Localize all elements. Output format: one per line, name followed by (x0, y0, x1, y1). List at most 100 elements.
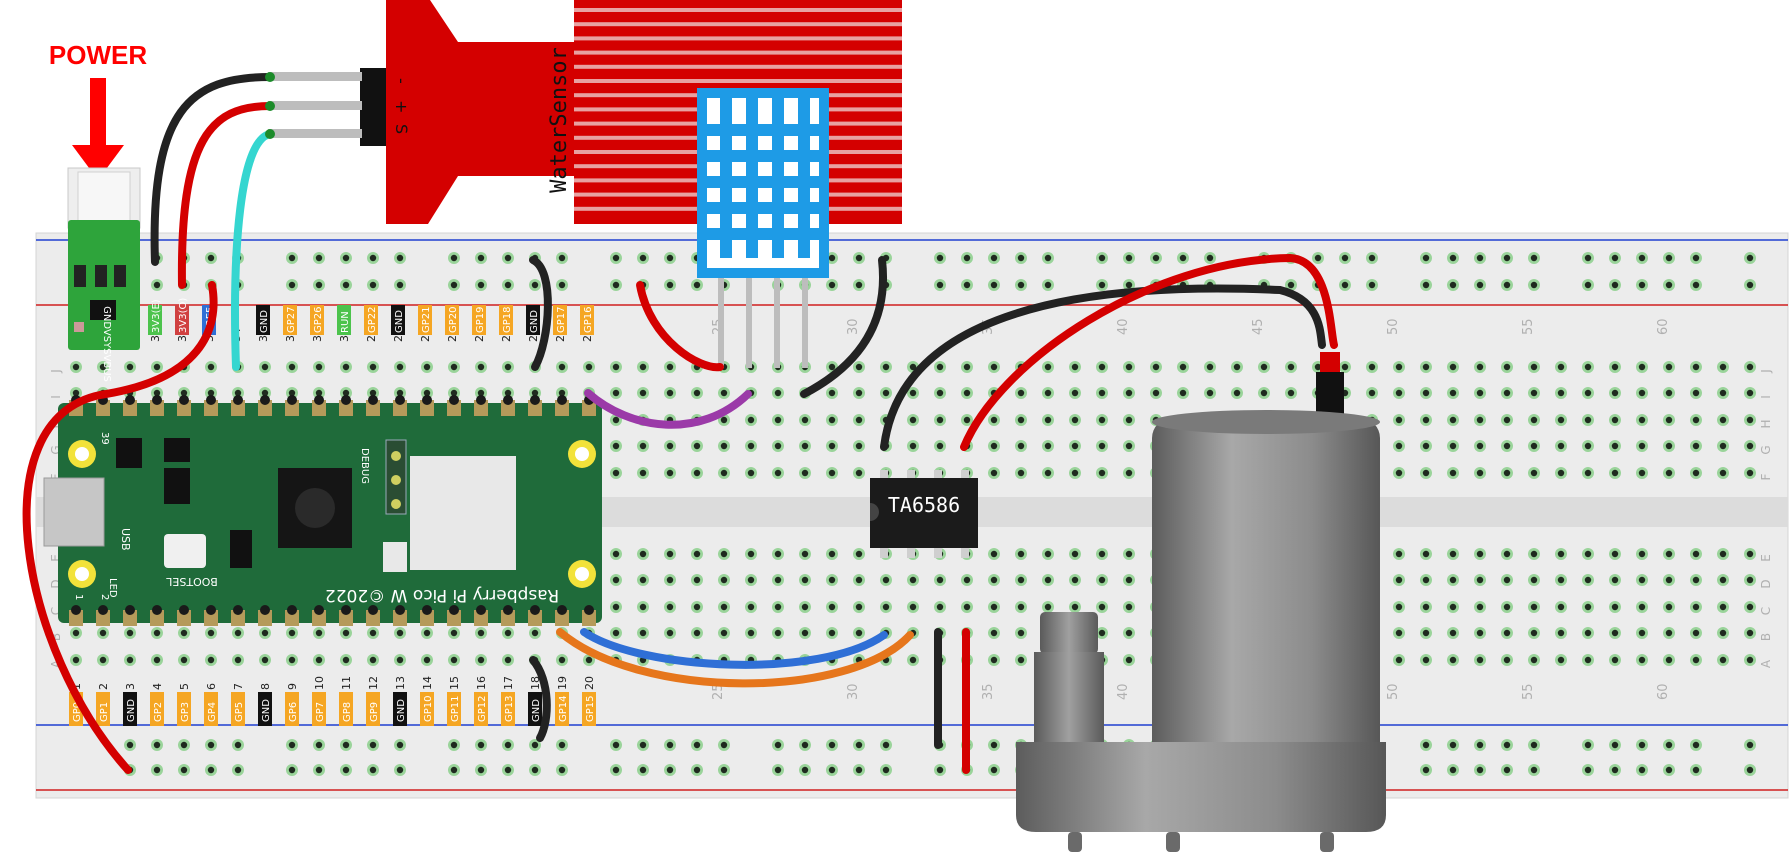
breadboard-hole-center (1098, 550, 1106, 558)
breadboard-hole-center (1611, 550, 1619, 558)
breadboard-hole-center (639, 389, 647, 397)
breadboard-hole-center (1584, 389, 1592, 397)
breadboard-hole-center (1503, 656, 1511, 664)
pico-pad-hole (233, 395, 243, 405)
breadboard-hole-center (1638, 469, 1646, 477)
breadboard-hole-center (450, 656, 458, 664)
rail-hole-center (1584, 281, 1592, 289)
wire-blue-motor-in1 (580, 628, 888, 669)
breadboard-hole-center (666, 629, 674, 637)
breadboard-hole-center (990, 442, 998, 450)
breadboard-hole-center (666, 469, 674, 477)
breadboard-hole-center (315, 629, 323, 637)
row-letter-bottom: B (49, 633, 63, 641)
breadboard-hole-center (1611, 389, 1619, 397)
pico-pad (285, 610, 299, 626)
bottom-pin-label: GP1 (99, 702, 110, 722)
breadboard-hole-center (1557, 629, 1565, 637)
bottom-pin-label: GP3 (180, 702, 191, 722)
rail-hole-center (342, 254, 350, 262)
pico-usb-label: USB (119, 528, 132, 551)
breadboard-hole-center (1395, 442, 1403, 450)
breadboard-hole-center (1719, 416, 1727, 424)
rail-hole-center (1476, 281, 1484, 289)
sensor-trace (574, 22, 902, 27)
pico-pad (231, 400, 245, 416)
breadboard-hole-center (828, 469, 836, 477)
bottom-pin-label: GP7 (315, 702, 326, 722)
breadboard-hole-center (1665, 389, 1673, 397)
breadboard-hole-center (1422, 363, 1430, 371)
power-arrow-icon (72, 78, 124, 180)
breadboard-hole-center (1017, 603, 1025, 611)
rail-hole-center (693, 281, 701, 289)
breadboard-hole-center (1503, 629, 1511, 637)
pico-pad-hole (503, 395, 513, 405)
breadboard-hole-center (1503, 363, 1511, 371)
pico-pin-39-label: 39 (99, 432, 110, 445)
row-letter-bottom: C (49, 607, 63, 615)
sensor-trace (574, 36, 902, 41)
rail-hole-center (693, 741, 701, 749)
rail-hole-center (180, 741, 188, 749)
breadboard-hole-center (261, 656, 269, 664)
rail-hole-center (450, 254, 458, 262)
top-pin-badge (472, 305, 486, 335)
rail-hole-center (1125, 281, 1133, 289)
breadboard-hole-center (666, 603, 674, 611)
breadboard-hole-center (1584, 550, 1592, 558)
breadboard-hole-center (1395, 550, 1403, 558)
breadboard-hole-center (288, 629, 296, 637)
breadboard-hole-center (342, 629, 350, 637)
breadboard-hole-center (1017, 550, 1025, 558)
breadboard-hole-center (990, 576, 998, 584)
pico-pad-hole (287, 605, 297, 615)
pico-pad-hole (125, 605, 135, 615)
breadboard-hole-center (963, 576, 971, 584)
breadboard-hole-center (909, 576, 917, 584)
bottom-pin-badge (528, 692, 542, 726)
rail-hole-center (1692, 741, 1700, 749)
rail-hole-center (369, 766, 377, 774)
pico-pin-1-label: 1 (73, 594, 84, 600)
rail-hole-center (1098, 254, 1106, 262)
breadboard-hole-center (1557, 550, 1565, 558)
bootsel-button[interactable] (164, 534, 206, 568)
rail-hole-center (153, 766, 161, 774)
rail-hole-center (1098, 281, 1106, 289)
breadboard-hole-center (558, 656, 566, 664)
water-sensor-pin-plus: + (392, 100, 411, 113)
chip-leg (961, 470, 969, 480)
breadboard-hole-center (1395, 389, 1403, 397)
breadboard-hole-center (990, 416, 998, 424)
breadboard-hole-center (1746, 469, 1754, 477)
breadboard-hole-center (1719, 442, 1727, 450)
rail-hole-center (936, 254, 944, 262)
breadboard-hole-center (1017, 442, 1025, 450)
breadboard-hole-center (1530, 550, 1538, 558)
column-number-bottom: 55 (1521, 683, 1536, 700)
rail-hole-center (855, 766, 863, 774)
top-pin-badge (499, 305, 513, 335)
top-pin-label: GP20 (448, 306, 459, 333)
breadboard-hole-center (1098, 442, 1106, 450)
top-pin-badge (553, 305, 567, 335)
rail-hole-center (720, 741, 728, 749)
breadboard-hole-center (1233, 363, 1241, 371)
breadboard-hole-center (1017, 389, 1025, 397)
breadboard-hole-center (1476, 576, 1484, 584)
bottom-pin-badge (312, 692, 326, 726)
rail-hole-center (1314, 254, 1322, 262)
dht-sensor (697, 88, 829, 368)
breadboard-hole-center (936, 363, 944, 371)
breadboard-hole-center (1584, 656, 1592, 664)
breadboard-hole-center (1692, 550, 1700, 558)
breadboard-hole-center (720, 389, 728, 397)
breadboard-hole-center (1530, 656, 1538, 664)
breadboard-hole-center (1287, 389, 1295, 397)
pico-pad (123, 400, 137, 416)
breadboard-hole-center (207, 656, 215, 664)
rail-hole-center (612, 741, 620, 749)
ta6586-chip: TA6586 (870, 470, 978, 558)
